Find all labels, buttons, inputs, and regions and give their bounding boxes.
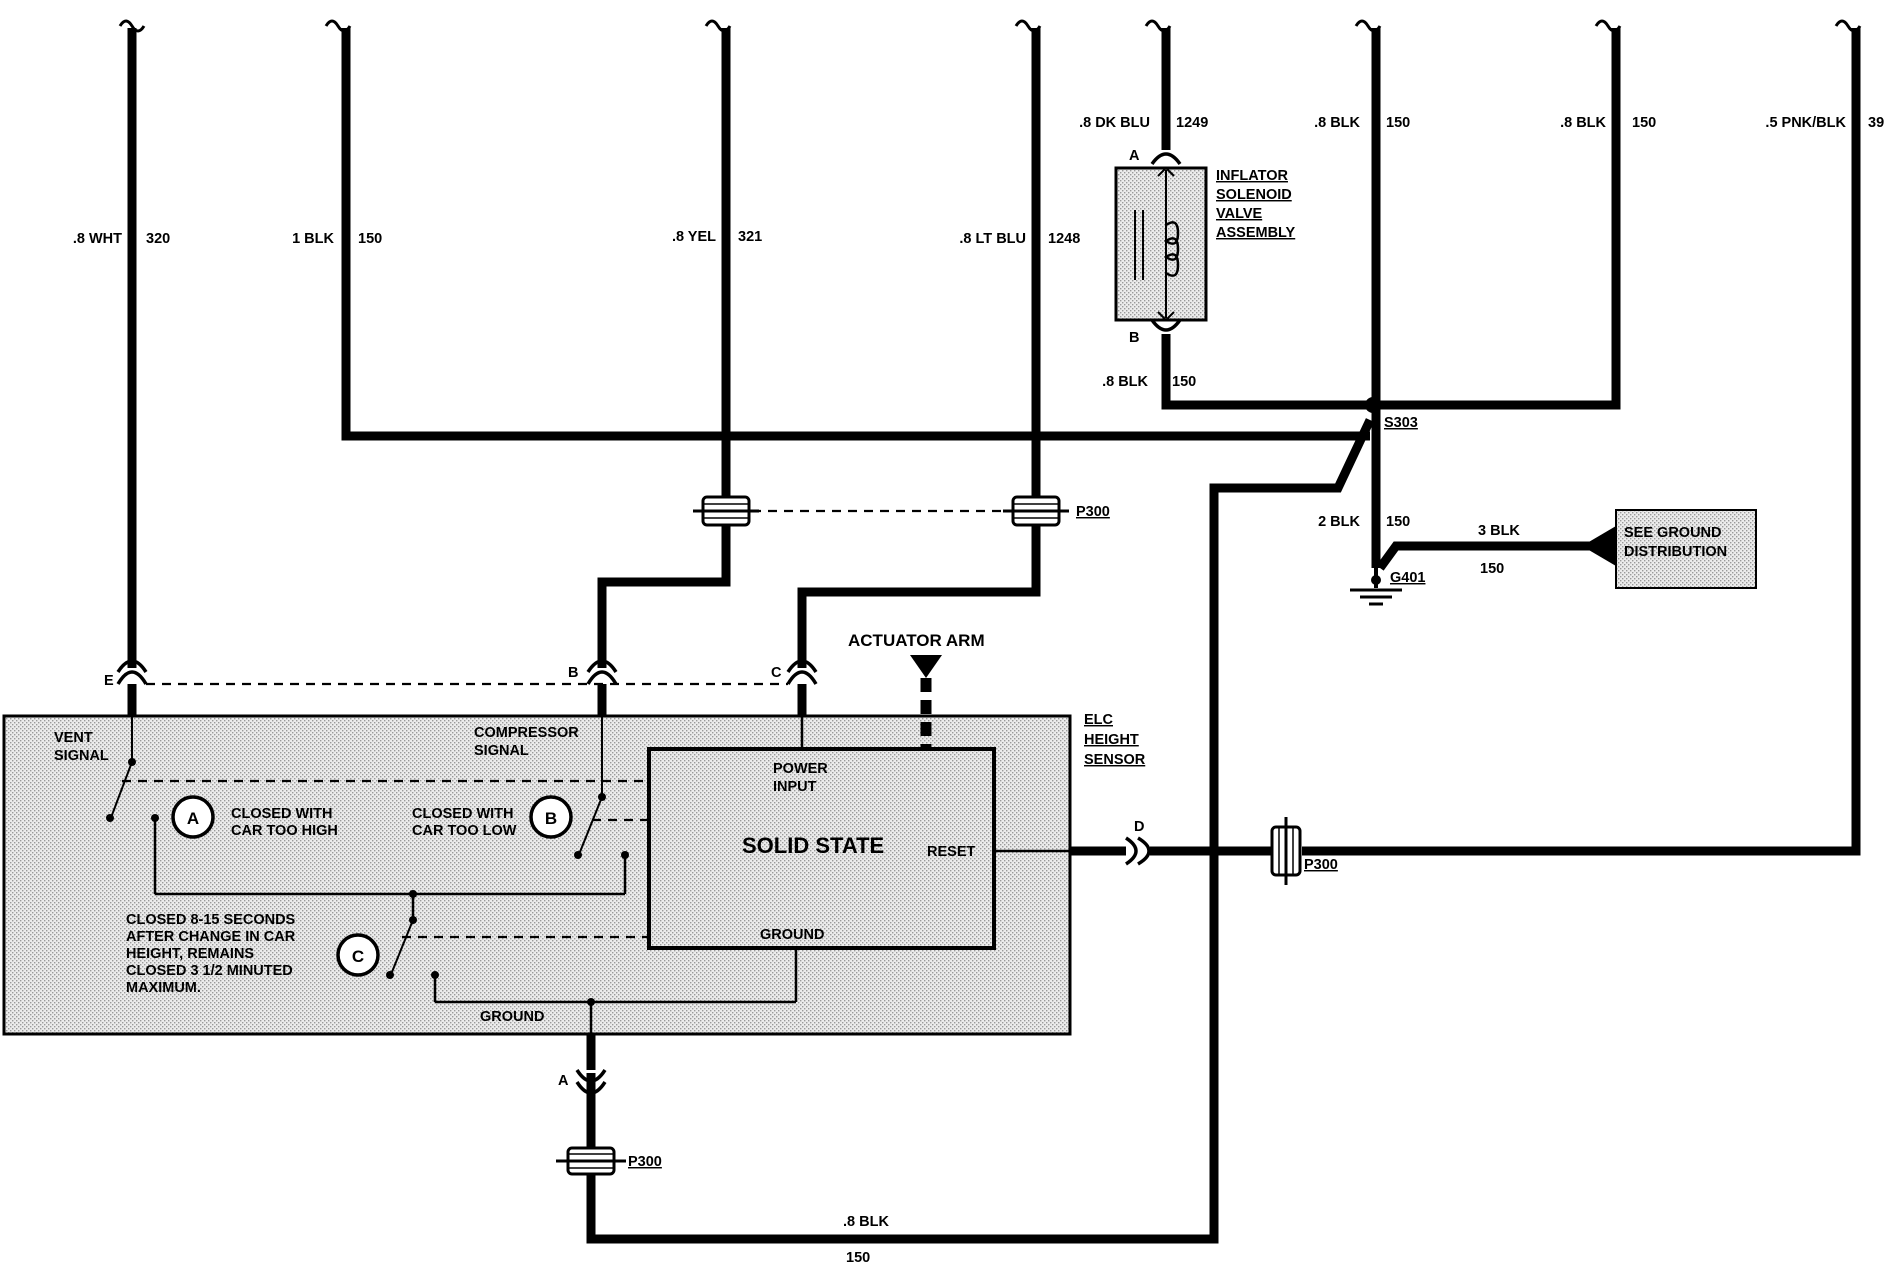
switch-c-desc-1: CLOSED 8-15 SECONDS [126, 912, 296, 928]
wire-150ground-gauge: 2 BLK [1318, 514, 1360, 530]
ground-g401-symbol [1350, 568, 1402, 606]
ground-g401-label: G401 [1390, 570, 1425, 586]
switch-b-marker [529, 795, 573, 839]
splice-s303-label: S303 [1384, 415, 1418, 431]
wire-150b-gauge: .8 BLK [1314, 115, 1360, 131]
switch-b-desc-2: CAR TOO LOW [412, 823, 517, 839]
switch-c-desc-5: MAXIMUM. [126, 980, 201, 996]
wire-1249-gauge: .8 DK BLU [1079, 115, 1150, 131]
pin-d-label: D [1134, 819, 1144, 835]
solenoid-pin-a: A [1129, 148, 1140, 164]
switch-b-desc-1: CLOSED WITH [412, 806, 514, 822]
wire-150bottom-circuit: 150 [846, 1250, 870, 1264]
wire-321-gauge: .8 YEL [672, 229, 716, 245]
switch-a-desc-2: CAR TOO HIGH [231, 823, 338, 839]
wire-150dist-gauge: 3 BLK [1478, 523, 1520, 539]
pin-c-label: C [771, 665, 782, 681]
ground-distribution-label-2: DISTRIBUTION [1624, 544, 1727, 560]
circuit-wires [127, 28, 1861, 1244]
ground-distribution-label-1: SEE GROUND [1624, 525, 1722, 541]
wire-150a-gauge: 1 BLK [292, 231, 334, 247]
wire-150c-circuit: 150 [1632, 115, 1656, 131]
vent-signal-label-1: VENT [54, 730, 93, 746]
power-input-label-1: POWER [773, 761, 828, 777]
actuator-arm-label: ACTUATOR ARM [848, 631, 985, 650]
solenoid-label-2: SOLENOID [1216, 187, 1292, 203]
switch-c-marker [336, 933, 380, 977]
wire-1249-circuit: 1249 [1176, 115, 1208, 131]
wire-150bottom-gauge: .8 BLK [843, 1214, 889, 1230]
wire-break-marks [118, 19, 1862, 33]
sensor-ground-label: GROUND [480, 1009, 544, 1025]
wire-150sol-circuit: 150 [1172, 374, 1196, 390]
sensor-internal-wiring [106, 716, 1070, 1034]
solenoid-label-4: ASSEMBLY [1216, 225, 1296, 241]
solid-state-title: SOLID STATE [742, 833, 884, 858]
switch-c-desc-4: CLOSED 3 1/2 MINUTED [126, 963, 293, 979]
wire-150a-circuit: 150 [358, 231, 382, 247]
wire-150b-circuit: 150 [1386, 115, 1410, 131]
sensor-title-1: ELC [1084, 712, 1114, 728]
wire-321-circuit: 321 [738, 229, 762, 245]
reset-label: RESET [927, 844, 975, 860]
actuator-arm [910, 655, 942, 749]
pin-e-label: E [104, 673, 114, 689]
p300-right-label: P300 [1304, 857, 1338, 873]
wire-150dist-circuit: 150 [1480, 561, 1504, 577]
compressor-signal-label-2: SIGNAL [474, 743, 529, 759]
pin-b-label: B [568, 665, 578, 681]
pin-connectors [116, 152, 1182, 1095]
compressor-signal-label-1: COMPRESSOR [474, 725, 579, 741]
splice-s303 [1365, 397, 1381, 413]
solid-state-ground-label: GROUND [760, 927, 824, 943]
switch-c-letter: C [352, 947, 364, 966]
wire-320-gauge: .8 WHT [73, 231, 122, 247]
wire-39-circuit: 39 [1868, 115, 1884, 131]
wire-320-circuit: 320 [146, 231, 170, 247]
wire-1248-circuit: 1248 [1048, 231, 1080, 247]
switch-c-desc-2: AFTER CHANGE IN CAR [126, 929, 296, 945]
solenoid-label-1: INFLATOR [1216, 168, 1288, 184]
power-input-label-2: INPUT [773, 779, 817, 795]
p300-top-label: P300 [1076, 504, 1110, 520]
switch-a-letter: A [187, 809, 199, 828]
switch-c-desc-3: HEIGHT, REMAINS [126, 946, 254, 962]
sensor-title-3: SENSOR [1084, 752, 1146, 768]
wire-150sol-gauge: .8 BLK [1102, 374, 1148, 390]
ground-distribution-box [1582, 509, 1757, 589]
wire-1248-gauge: .8 LT BLU [959, 231, 1026, 247]
wire-39-gauge: .5 PNK/BLK [1765, 115, 1846, 131]
p300-connector-right [1270, 817, 1302, 885]
p300-connector-top-right [1003, 495, 1069, 527]
switch-a-marker [171, 795, 215, 839]
p300-bottom-label: P300 [628, 1154, 662, 1170]
p300-connector-top-left [693, 495, 759, 527]
sensor-title-2: HEIGHT [1084, 732, 1139, 748]
p300-connector-bottom [556, 1146, 626, 1176]
switch-a-desc-1: CLOSED WITH [231, 806, 333, 822]
inflator-solenoid-valve [1114, 166, 1208, 322]
switch-b-letter: B [545, 809, 557, 828]
solid-state-box [647, 747, 996, 950]
wire-150c-gauge: .8 BLK [1560, 115, 1606, 131]
solenoid-label-3: VALVE [1216, 206, 1263, 222]
wire-150ground-circuit: 150 [1386, 514, 1410, 530]
solenoid-pin-b: B [1129, 330, 1139, 346]
vent-signal-label-2: SIGNAL [54, 748, 109, 764]
pin-a-label: A [558, 1073, 569, 1089]
